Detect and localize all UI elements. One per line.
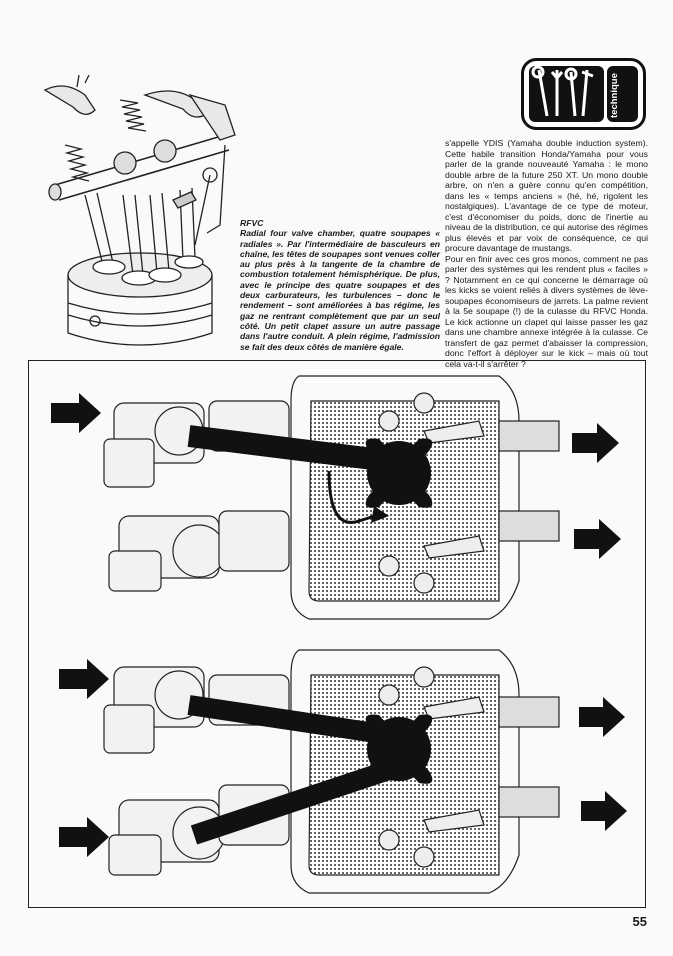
article-paragraph: Pour en finir avec ces gros monos, comme… [445,253,648,369]
high-rpm-intake-diagram [59,649,627,894]
article-paragraph: s'appelle YDIS (Yamaha double induction … [445,138,648,253]
article-column: s'appelle YDIS (Yamaha double induction … [445,138,648,369]
tools-icon [521,58,646,130]
low-rpm-intake-diagram [51,375,621,620]
technique-rubric-badge: technique [521,58,646,130]
caption-body: Radial four valve chamber, quatre soupap… [240,228,440,352]
page-number: 55 [632,914,647,929]
caption-title: RFVC [240,218,264,228]
technique-label: technique [609,73,620,118]
intake-flow-diagrams-frame [28,360,646,908]
rfvc-caption: RFVC Radial four valve chamber, quatre s… [240,218,440,352]
cylinder-head-cutaway-illustration [43,75,236,346]
